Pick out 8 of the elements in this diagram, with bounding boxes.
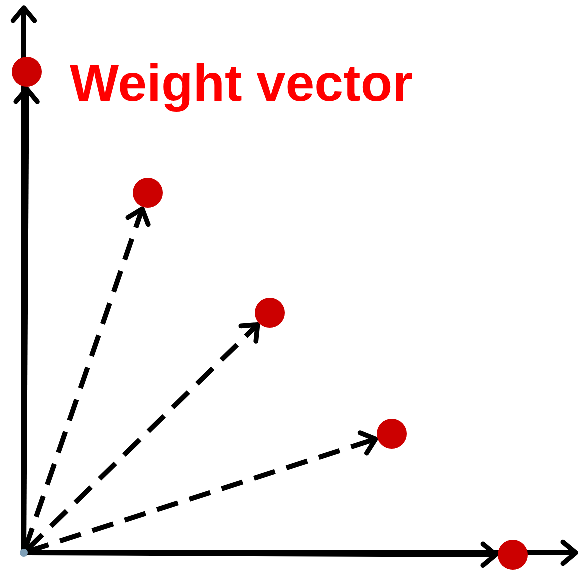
vector-label: Weight vector (70, 58, 413, 110)
point-marker (133, 178, 163, 208)
point-marker (12, 57, 42, 87)
dashed-arrow (25, 322, 260, 552)
point-marker (255, 298, 285, 328)
point-marker (20, 549, 28, 557)
point-marker (377, 419, 407, 449)
point-marker (498, 540, 528, 570)
